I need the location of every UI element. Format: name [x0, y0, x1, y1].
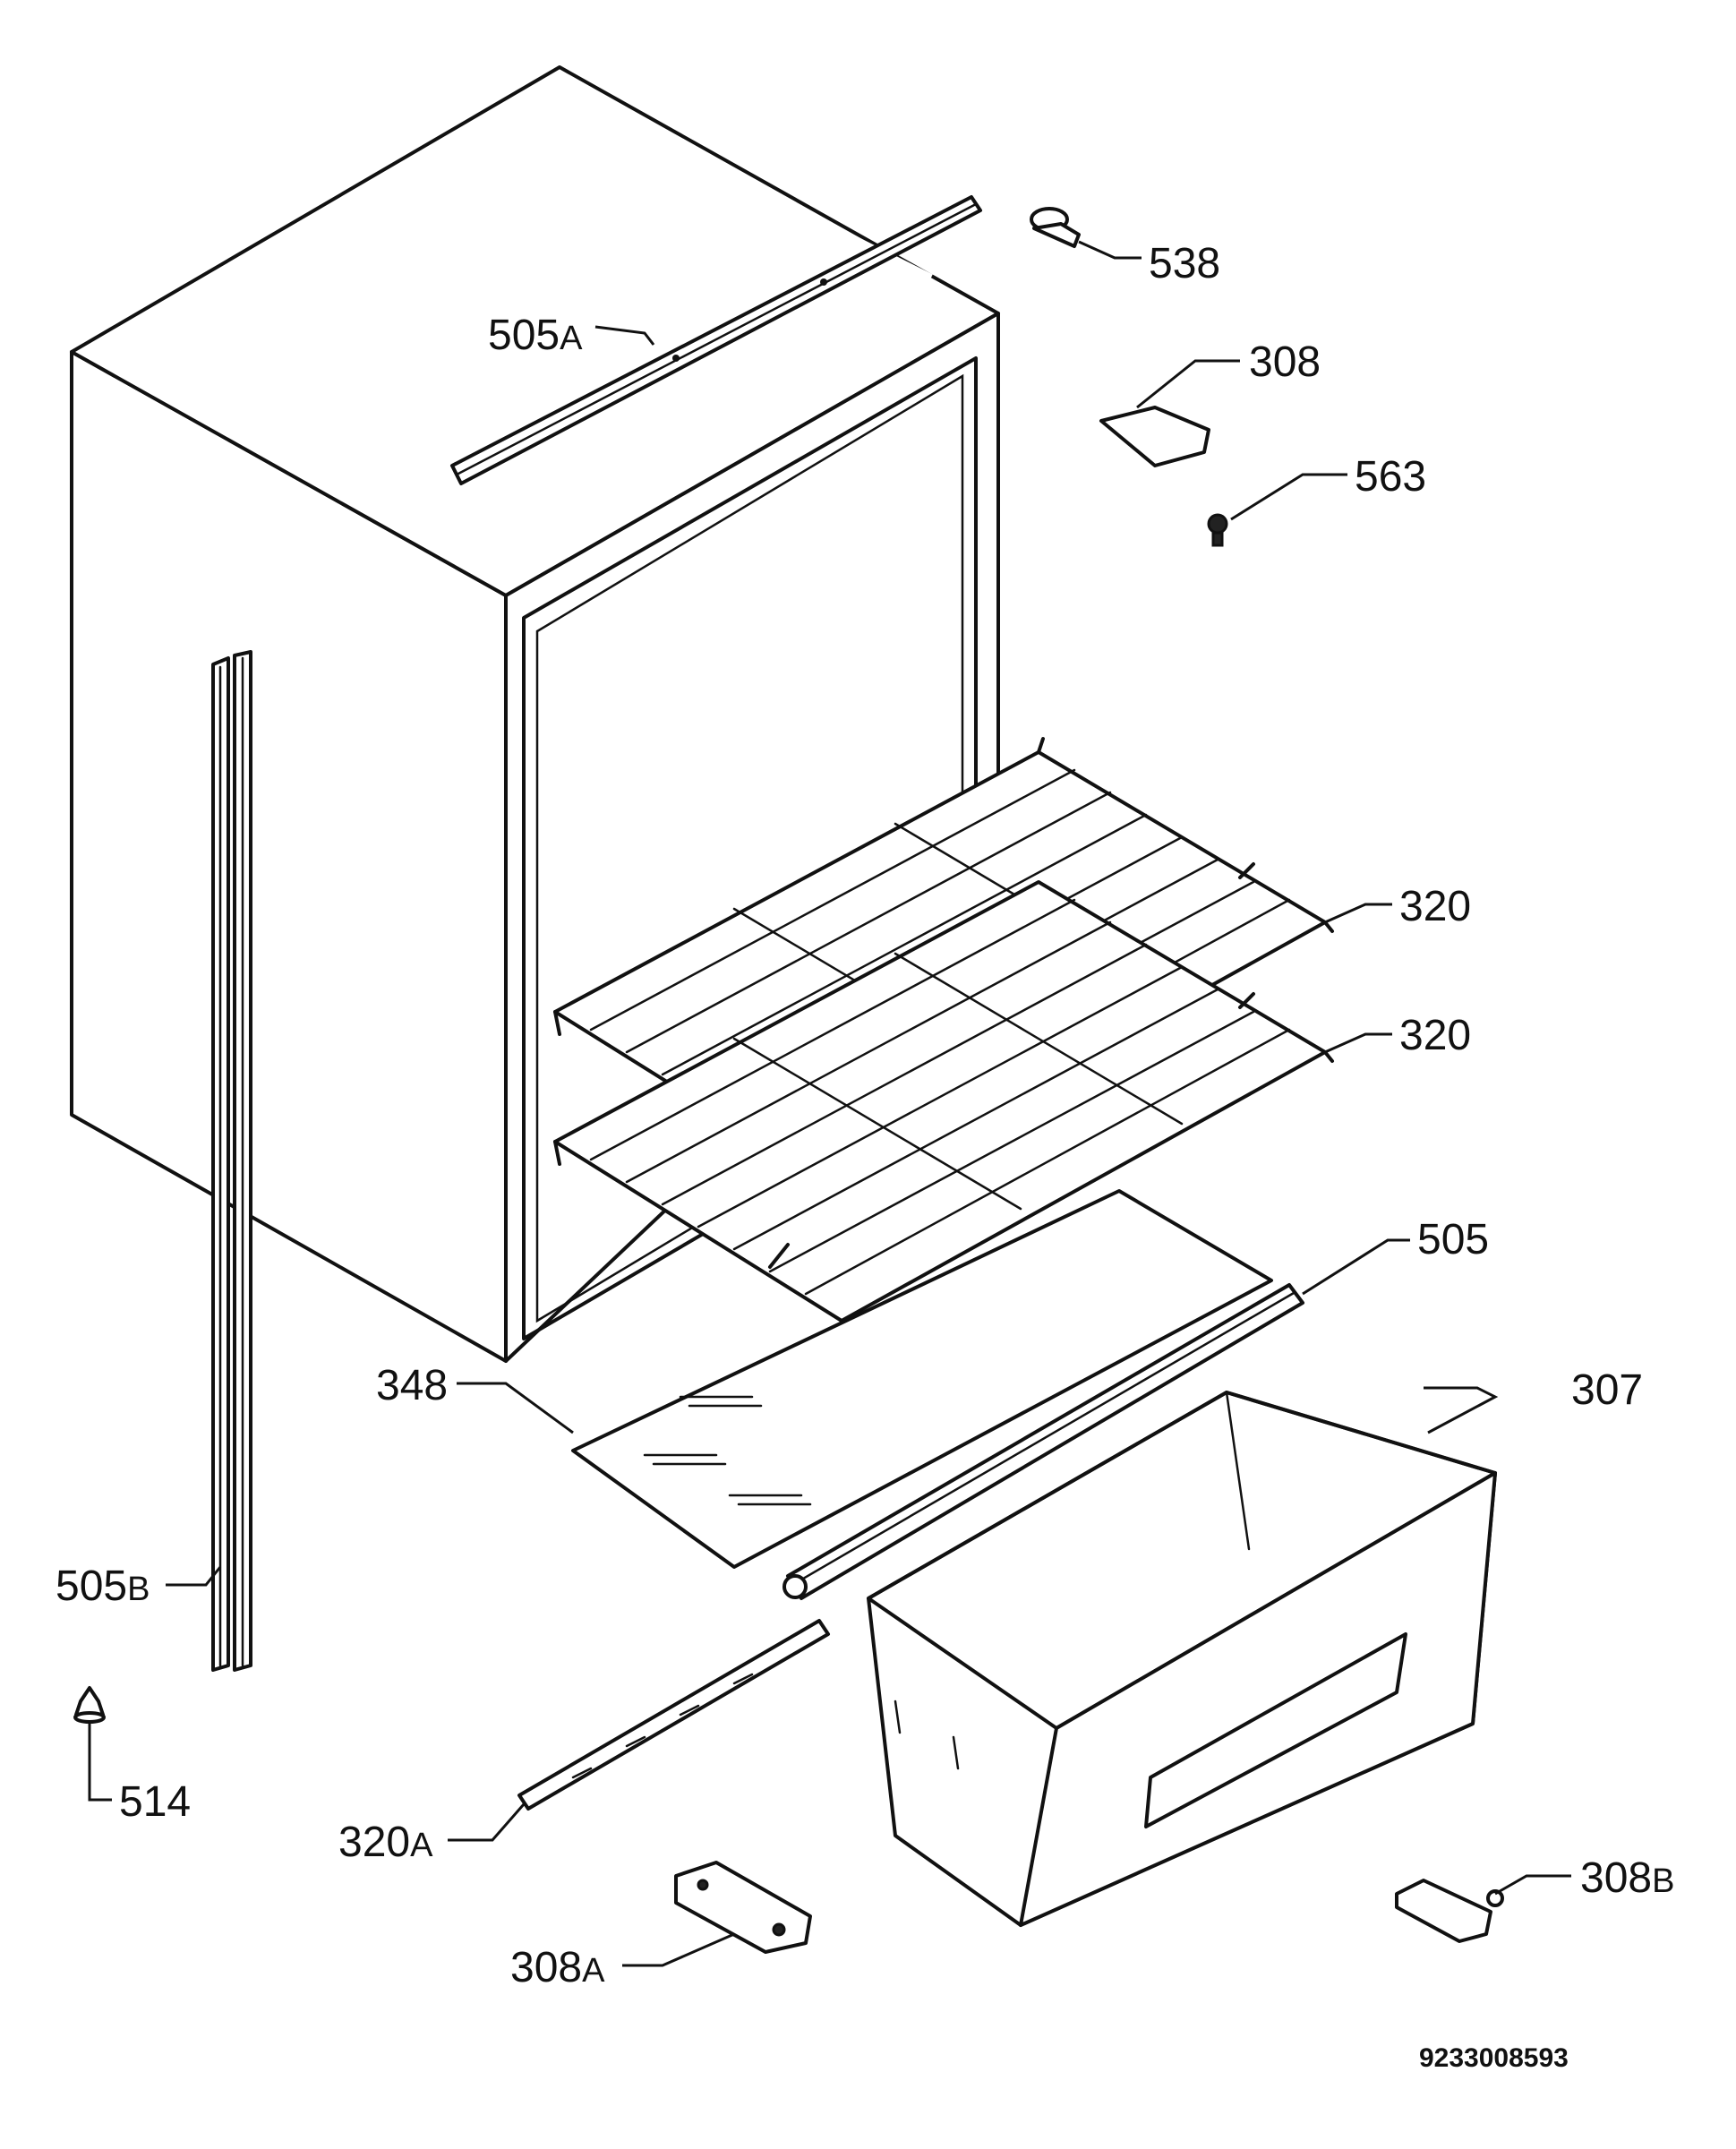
top-rail-505a — [450, 195, 982, 485]
front-bar-505 — [782, 1283, 1304, 1600]
wire-shelf-mid-320 — [553, 880, 1334, 1323]
hinge-bracket-308b — [1395, 1879, 1504, 1943]
label-308b: 308B — [1580, 1854, 1674, 1902]
hinge-cap-538 — [1030, 207, 1081, 248]
label-307: 307 — [1571, 1366, 1643, 1414]
label-308a: 308A — [510, 1944, 605, 1991]
label-538: 538 — [1149, 240, 1220, 287]
label-320-mid: 320 — [1399, 1012, 1471, 1059]
label-348: 348 — [376, 1362, 448, 1409]
bottom-rail-320a — [517, 1619, 830, 1811]
label-320-top: 320 — [1399, 883, 1471, 930]
glass-shelf-348 — [571, 1189, 1273, 1569]
foot-514 — [73, 1686, 106, 1724]
label-505a: 505A — [488, 312, 583, 359]
drawing-number: 9233008593 — [1419, 2043, 1569, 2073]
leader-lines — [88, 240, 1571, 1967]
label-505b: 505B — [56, 1563, 150, 1610]
label-514: 514 — [119, 1778, 191, 1826]
part-labels: 538 505A 308 563 320 320 505 348 307 505… — [56, 240, 1674, 1991]
cabinet-body — [70, 65, 1000, 1363]
label-505: 505 — [1417, 1216, 1489, 1263]
hinge-bracket-308a — [674, 1861, 812, 1954]
label-563: 563 — [1355, 453, 1426, 501]
label-320a: 320A — [338, 1819, 433, 1866]
label-308: 308 — [1249, 338, 1321, 386]
hinge-plate-308 — [1099, 406, 1210, 467]
side-seal-505b — [211, 650, 252, 1672]
crisper-drawer-307 — [867, 1391, 1497, 1927]
screw-563 — [1207, 513, 1228, 547]
